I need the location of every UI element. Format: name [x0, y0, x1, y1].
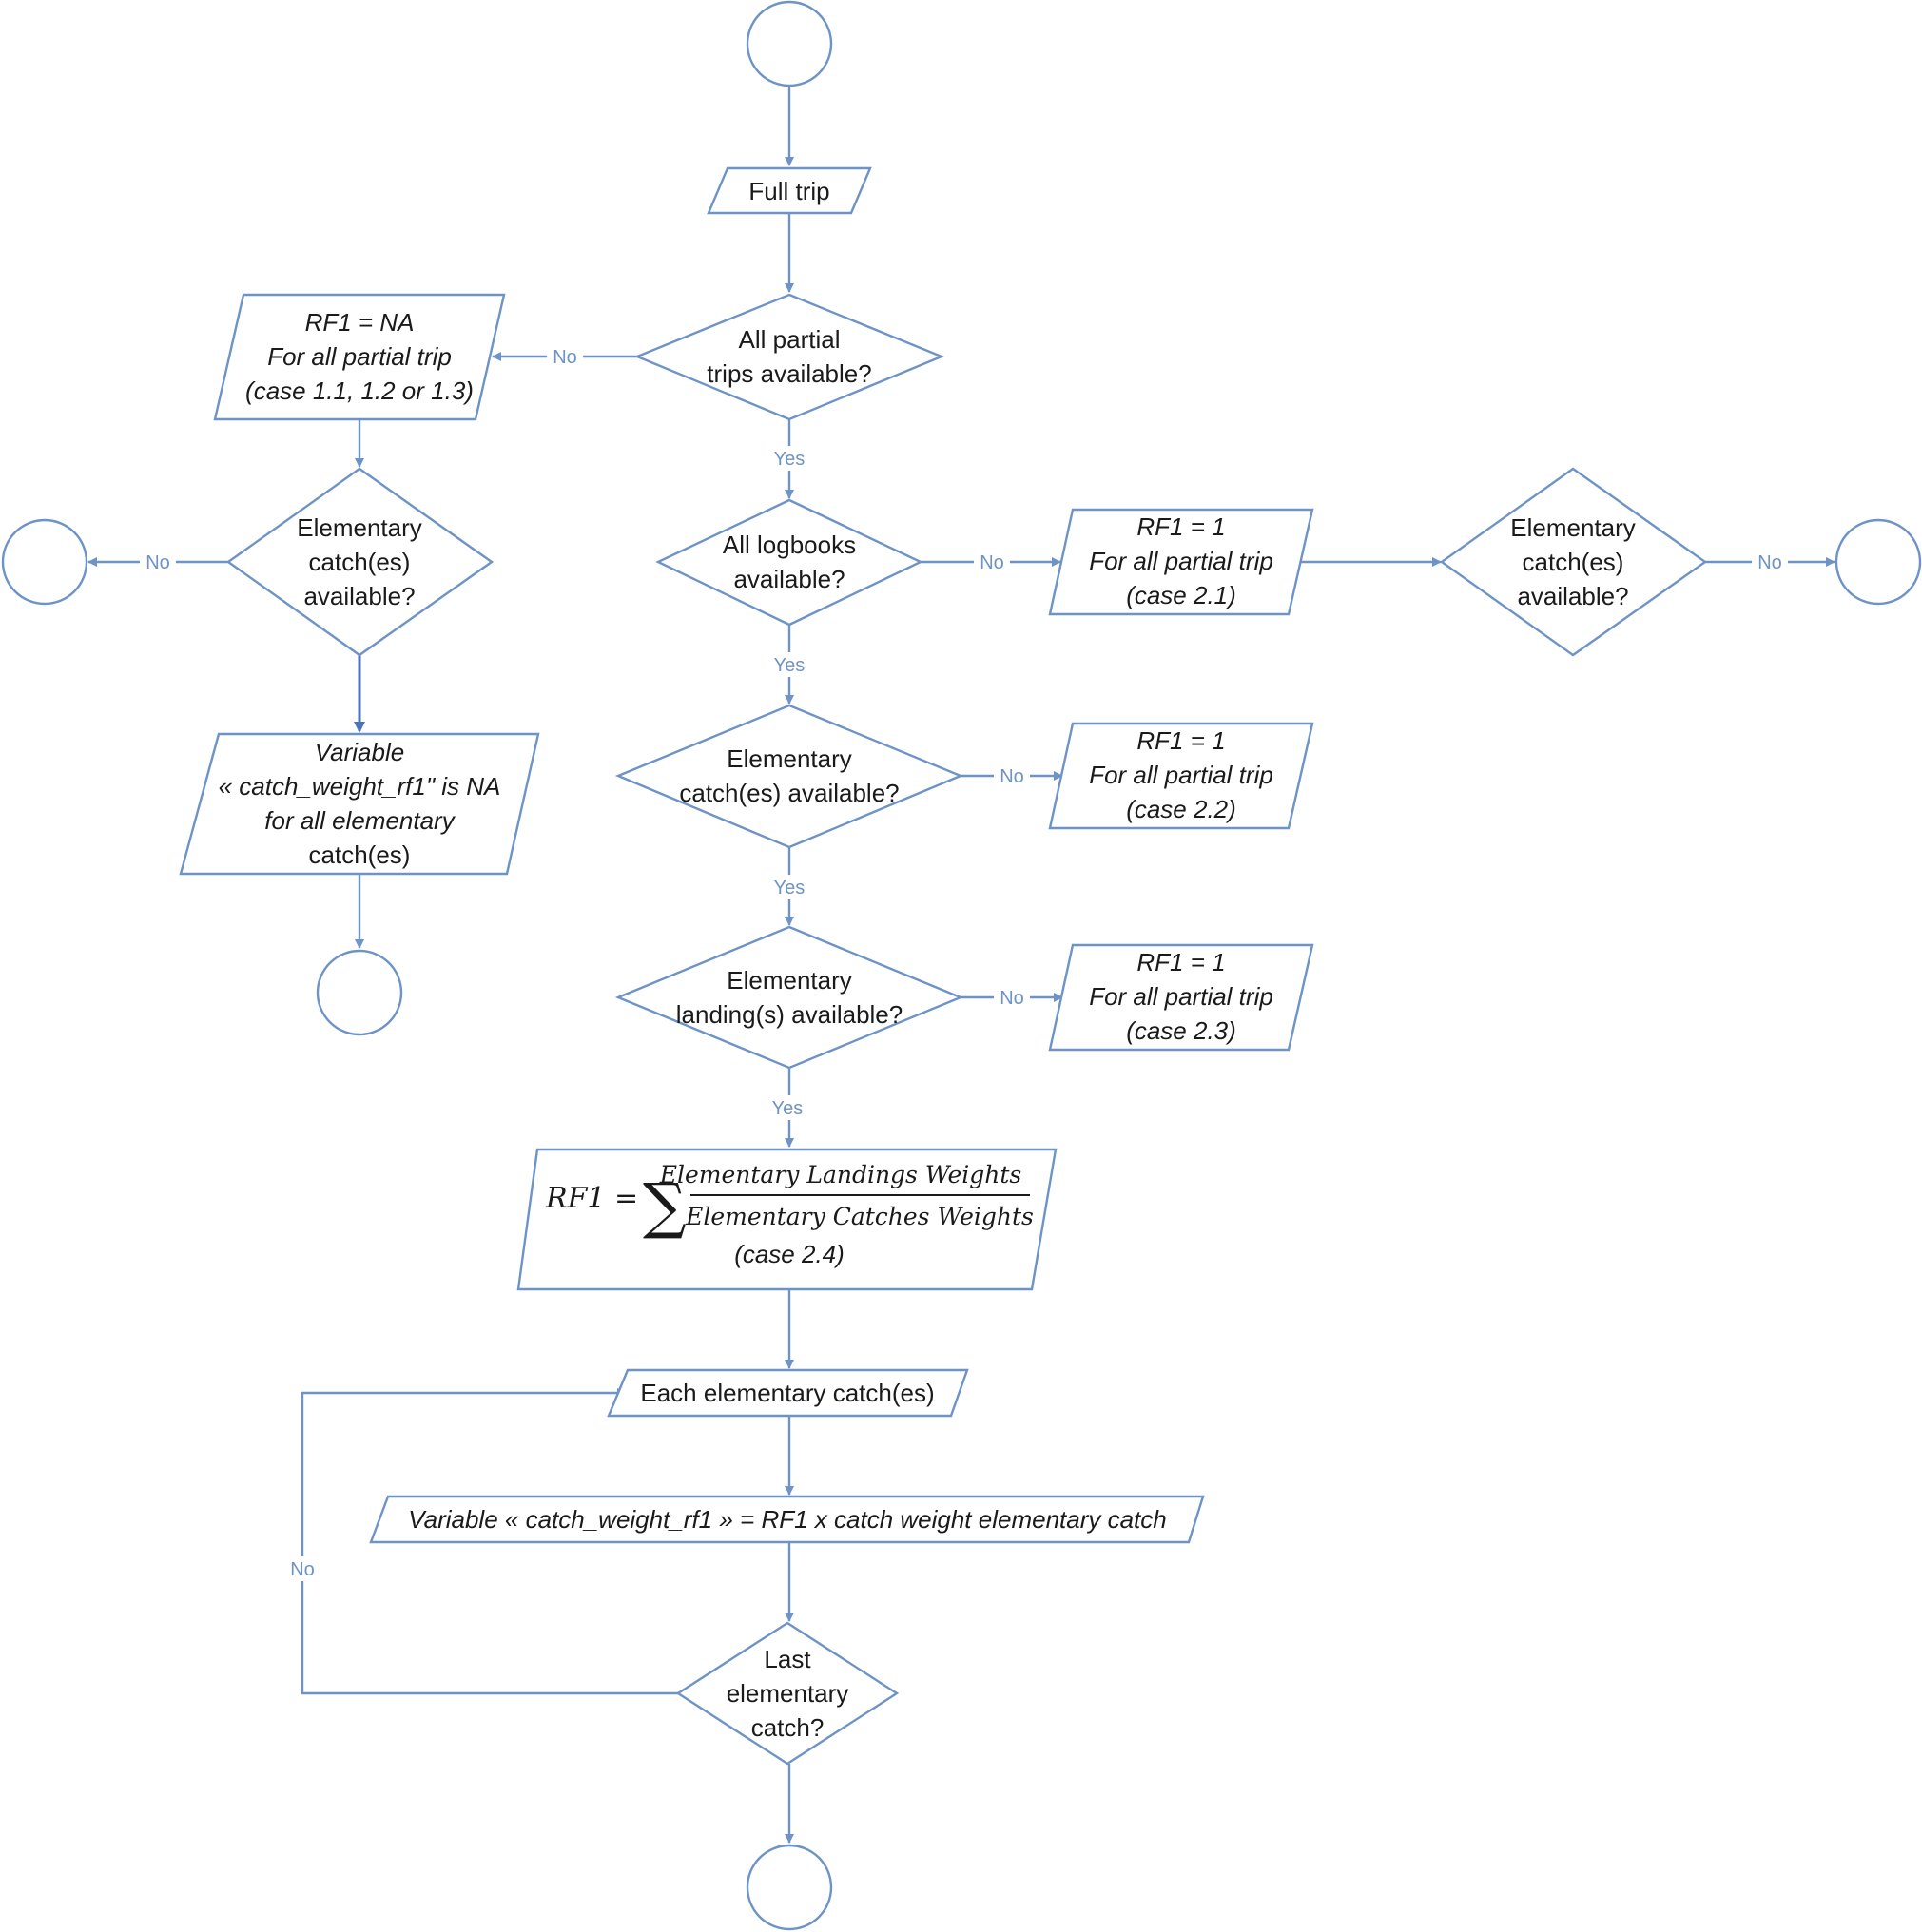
svg-text:catch(es): catch(es)	[309, 840, 411, 869]
end-terminal-right	[1835, 518, 1922, 606]
label-yes-elemlanding: Yes	[772, 1098, 804, 1119]
svg-text:For all partial trip: For all partial trip	[1089, 761, 1273, 789]
svg-text:RF1 = NA: RF1 = NA	[305, 308, 415, 337]
label-no-elemleft: No	[146, 552, 170, 573]
decision-elementary-left: Elementary catch(es) available?	[225, 467, 495, 657]
edge-last-no-loop	[301, 1388, 678, 1695]
svg-text:Elementary: Elementary	[1510, 513, 1636, 542]
label-no-elemright: No	[1757, 552, 1782, 573]
svg-text:catch(es) available?: catch(es) available?	[679, 779, 899, 807]
decision-elementary-landing: Elementary landing(s) available?	[614, 925, 964, 1070]
node-rf1-na: RF1 = NA For all partial trip (case 1.1,…	[213, 293, 506, 421]
svg-text:(case 1.1, 1.2 or 1.3): (case 1.1, 1.2 or 1.3)	[245, 377, 474, 405]
svg-text:available?: available?	[303, 582, 415, 610]
svg-text:Elementary: Elementary	[727, 966, 852, 995]
svg-text:All partial: All partial	[739, 325, 841, 354]
svg-text:trips available?: trips available?	[707, 359, 871, 388]
label-no-elemlanding: No	[1000, 988, 1024, 1009]
svg-text:For all partial trip: For all partial trip	[1089, 982, 1273, 1011]
svg-text:for all elementary: for all elementary	[264, 806, 456, 835]
svg-text:« catch_weight_rf1" is NA: « catch_weight_rf1" is NA	[219, 772, 501, 801]
label-no-last: No	[290, 1559, 315, 1580]
svg-text:available?: available?	[1517, 582, 1628, 610]
start-terminal	[746, 0, 833, 87]
end-terminal-left-no	[1, 518, 88, 606]
decision-last-elementary: Last elementary catch?	[675, 1621, 900, 1766]
edge-labels: No No Yes No No Yes No Yes No Yes No	[140, 344, 1788, 1581]
svg-text:catch?: catch?	[751, 1713, 825, 1742]
node-full-trip: Full trip	[707, 166, 872, 215]
decision-logbooks: All logbooks available?	[655, 498, 923, 627]
svg-text:(case 2.1): (case 2.1)	[1126, 581, 1236, 609]
node-rf1-formula: RF1 = ∑ Elementary Landings Weights Elem…	[516, 1148, 1058, 1291]
svg-text:available?: available?	[733, 565, 845, 593]
svg-text:catch(es): catch(es)	[309, 548, 411, 576]
node-variable-na: Variable « catch_weight_rf1" is NA for a…	[179, 732, 540, 876]
formula-numerator: Elementary Landings Weights	[659, 1161, 1022, 1188]
svg-text:Full trip: Full trip	[748, 177, 829, 205]
label-no-partial: No	[553, 347, 577, 368]
formula-lhs: RF1	[545, 1182, 606, 1215]
decision-elementary-catch: Elementary catch(es) available?	[614, 704, 964, 849]
label-yes-partial: Yes	[774, 449, 806, 470]
node-variable-calc: Variable « catch_weight_rf1 » = RF1 x ca…	[369, 1495, 1205, 1544]
node-rf1-case23: RF1 = 1 For all partial trip (case 2.3)	[1048, 943, 1314, 1052]
formula-sum: ∑	[643, 1171, 687, 1242]
svg-text:Last: Last	[764, 1645, 811, 1673]
svg-text:Variable: Variable	[315, 738, 404, 766]
decision-elementary-right: Elementary catch(es) available?	[1439, 467, 1708, 657]
svg-text:elementary: elementary	[727, 1679, 849, 1708]
svg-text:Elementary: Elementary	[727, 744, 852, 773]
svg-text:(case 2.2): (case 2.2)	[1126, 795, 1236, 823]
formula-case: (case 2.4)	[734, 1240, 845, 1268]
svg-text:RF1 = 1: RF1 = 1	[1136, 512, 1225, 541]
svg-text:All logbooks: All logbooks	[723, 531, 856, 559]
formula-equals: =	[614, 1182, 638, 1215]
svg-text:Elementary: Elementary	[297, 513, 422, 542]
svg-text:catch(es): catch(es)	[1523, 548, 1624, 576]
svg-text:For all partial trip: For all partial trip	[267, 342, 452, 371]
node-rf1-case22: RF1 = 1 For all partial trip (case 2.2)	[1048, 722, 1314, 830]
svg-text:Variable « catch_weight_rf1 »: Variable « catch_weight_rf1 » = RF1 x ca…	[408, 1505, 1167, 1534]
svg-text:For all partial trip: For all partial trip	[1089, 547, 1273, 575]
svg-text:(case 2.3): (case 2.3)	[1126, 1016, 1236, 1045]
node-rf1-case21: RF1 = 1 For all partial trip (case 2.1)	[1048, 508, 1314, 616]
label-no-elemcatch: No	[1000, 766, 1024, 787]
label-no-logbooks: No	[980, 552, 1004, 573]
svg-text:RF1 = 1: RF1 = 1	[1136, 726, 1225, 755]
svg-text:landing(s) available?: landing(s) available?	[676, 1000, 903, 1029]
formula-denominator: Elementary Catches Weights	[685, 1203, 1034, 1230]
svg-text:Each elementary catch(es): Each elementary catch(es)	[640, 1379, 934, 1407]
node-each-elementary-catch: Each elementary catch(es)	[607, 1368, 969, 1418]
end-terminal-bottom	[746, 1844, 833, 1931]
end-terminal-left-bottom	[316, 949, 403, 1036]
svg-text:RF1 = 1: RF1 = 1	[1136, 948, 1225, 976]
decision-partial-trips: All partial trips available?	[633, 293, 945, 421]
label-yes-elemcatch: Yes	[774, 878, 806, 898]
label-yes-logbooks: Yes	[774, 655, 806, 676]
